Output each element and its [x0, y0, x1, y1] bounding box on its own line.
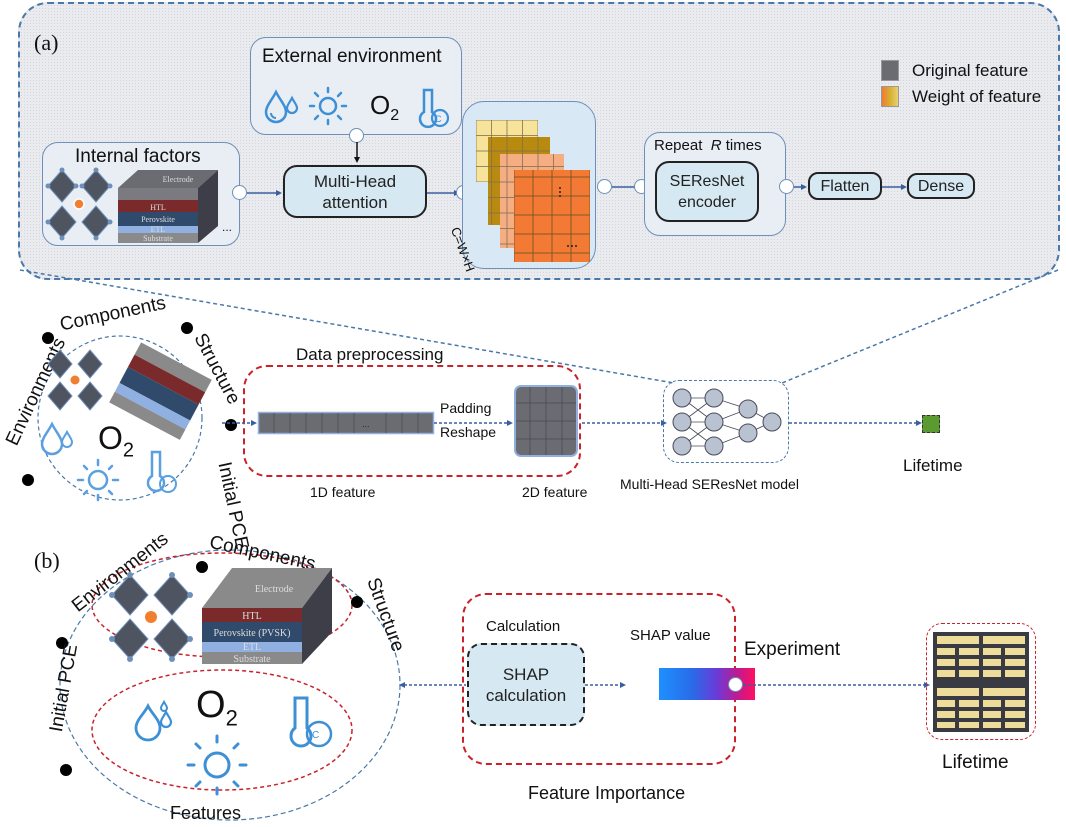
thermometer-icon: C — [418, 88, 450, 129]
encoder-out-port — [779, 179, 794, 194]
shap-calculation-block: SHAP calculation — [467, 643, 585, 726]
arrow-right — [789, 420, 922, 426]
svg-text:Substrate: Substrate — [233, 654, 271, 665]
experiment-label: Experiment — [744, 639, 841, 660]
svg-text:Perovskite: Perovskite — [141, 215, 175, 224]
svg-text:...: ... — [362, 419, 370, 429]
svg-text:C: C — [435, 114, 442, 124]
feature-2d-grid — [514, 385, 578, 457]
arrow-left — [399, 682, 466, 688]
features-label: Features — [170, 803, 242, 823]
device-stack-icon — [109, 342, 212, 440]
svg-text:ETL: ETL — [151, 225, 166, 234]
data-preprocessing-box — [243, 365, 581, 477]
water-drops-icon — [40, 421, 74, 456]
seresnet-encoder-block: SEResNet encoder — [655, 161, 759, 222]
internal-factors-ellipsis: ... — [222, 220, 233, 234]
internal-factors-title: Internal factors — [75, 146, 201, 167]
water-drops-icon — [134, 699, 173, 742]
sun-icon — [76, 458, 120, 502]
oxygen-icon: O2 — [196, 684, 238, 731]
lifetime-label-b: Lifetime — [942, 752, 1009, 773]
dense-block: Dense — [907, 173, 975, 199]
arrow-right — [247, 190, 282, 196]
water-drops-icon — [264, 89, 299, 124]
svg-text:HTL: HTL — [150, 203, 166, 212]
svg-text:HTL: HTL — [242, 611, 261, 622]
svg-text:Electrode: Electrode — [255, 584, 294, 595]
arrow-right — [582, 420, 667, 426]
calculation-label: Calculation — [486, 618, 561, 635]
lifetime-output-node — [922, 415, 940, 433]
feature-map-out-port — [597, 179, 612, 194]
feature-1d-bar: ... — [257, 411, 435, 435]
data-preprocessing-label: Data preprocessing — [296, 345, 444, 364]
svg-text:Electrode: Electrode — [163, 175, 194, 184]
arrow-right — [794, 184, 807, 190]
panel-b-label: (b) — [34, 548, 60, 573]
padding-label: Padding — [440, 400, 492, 416]
internal-factors-port — [232, 185, 247, 200]
arrow-right — [585, 682, 626, 688]
sun-icon — [186, 734, 248, 796]
arrow-right — [743, 682, 930, 688]
neural-network-icon — [672, 388, 782, 456]
external-environment-box — [250, 37, 462, 135]
legend-label-original: Original feature — [912, 61, 1029, 80]
svg-text:ETL: ETL — [243, 642, 261, 653]
arrow-right — [222, 420, 257, 426]
arrow-right — [434, 420, 513, 426]
features-ring-middle — [22, 322, 237, 501]
perovskite-crystal-icon — [109, 572, 193, 662]
perovskite-crystal-icon — [45, 167, 113, 241]
shap-value-label: SHAP value — [630, 627, 711, 644]
sun-icon — [308, 86, 348, 126]
legend-label-weight: Weight of feature — [912, 87, 1042, 106]
lifetime-photo-frame — [926, 623, 1036, 740]
arrow-right — [882, 184, 907, 190]
experiment-port — [728, 677, 743, 692]
flatten-block: Flatten — [808, 172, 882, 200]
repeat-label: Repeat R times — [654, 137, 762, 154]
seresnet-model-box — [663, 380, 789, 463]
weighted-feature-maps — [476, 120, 590, 262]
reshape-label: Reshape — [440, 424, 497, 440]
device-photo-icon — [933, 632, 1029, 732]
oxygen-icon: O2 — [98, 420, 135, 462]
perovskite-crystal-icon — [47, 349, 103, 411]
svg-text:Perovskite (PVSK): Perovskite (PVSK) — [214, 628, 291, 639]
arrow-down — [354, 142, 360, 163]
external-environment-title: External environment — [262, 46, 442, 67]
thermometer-icon: C — [289, 696, 333, 748]
panel-a-label: (a) — [34, 30, 59, 55]
thermometer-icon — [146, 450, 177, 493]
legend-swatch-weight — [881, 86, 899, 107]
feature-2d-label: 2D feature — [522, 484, 588, 500]
oxygen-icon: O2 — [370, 90, 400, 125]
feature-importance-label: Feature Importance — [528, 783, 686, 803]
svg-text:Substrate: Substrate — [143, 234, 173, 243]
lifetime-label-middle: Lifetime — [903, 456, 963, 475]
svg-text:C: C — [312, 730, 319, 741]
legend-swatch-original — [881, 60, 899, 81]
model-label: Multi-Head SEResNet model — [620, 476, 799, 492]
feature-1d-label: 1D feature — [310, 484, 376, 500]
multi-head-attention-block: Multi-Head attention — [283, 165, 427, 218]
